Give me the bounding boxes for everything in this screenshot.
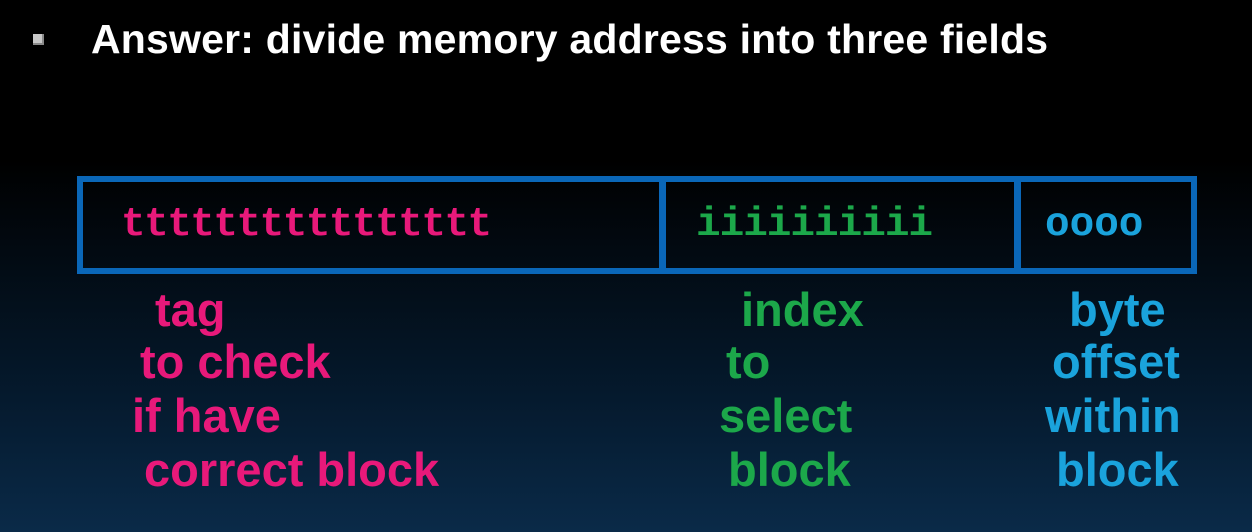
index-label-line-1: index <box>741 283 864 336</box>
index-label-line-4: block <box>728 443 851 496</box>
index-label-line-2: to <box>726 335 771 388</box>
tag-label-line-4: correct block <box>144 443 440 496</box>
square-bullet-icon <box>33 33 44 45</box>
tag-label-line-3: if have <box>132 389 281 442</box>
offset-bits: oooo <box>1045 202 1144 248</box>
offset-field: oooo <box>1021 182 1191 268</box>
tag-field: tttttttttttttttt <box>83 182 666 268</box>
offset-label-line-4: block <box>1056 443 1179 496</box>
tag-bits: tttttttttttttttt <box>121 202 492 248</box>
offset-label-line-3: within <box>1045 389 1181 442</box>
tag-label-line-1: tag <box>155 283 226 336</box>
slide-heading: Answer: divide memory address into three… <box>91 15 1049 62</box>
offset-label-line-2: offset <box>1052 335 1180 388</box>
bullet-line: Answer: divide memory address into three… <box>33 14 1048 64</box>
index-label-line-3: select <box>719 389 853 442</box>
index-bits: iiiiiiiiii <box>696 202 933 248</box>
address-field-box: tttttttttttttttt iiiiiiiiii oooo <box>77 176 1197 274</box>
offset-label-line-1: byte <box>1069 283 1166 336</box>
index-field: iiiiiiiiii <box>666 182 1021 268</box>
tag-label-line-2: to check <box>140 335 331 388</box>
